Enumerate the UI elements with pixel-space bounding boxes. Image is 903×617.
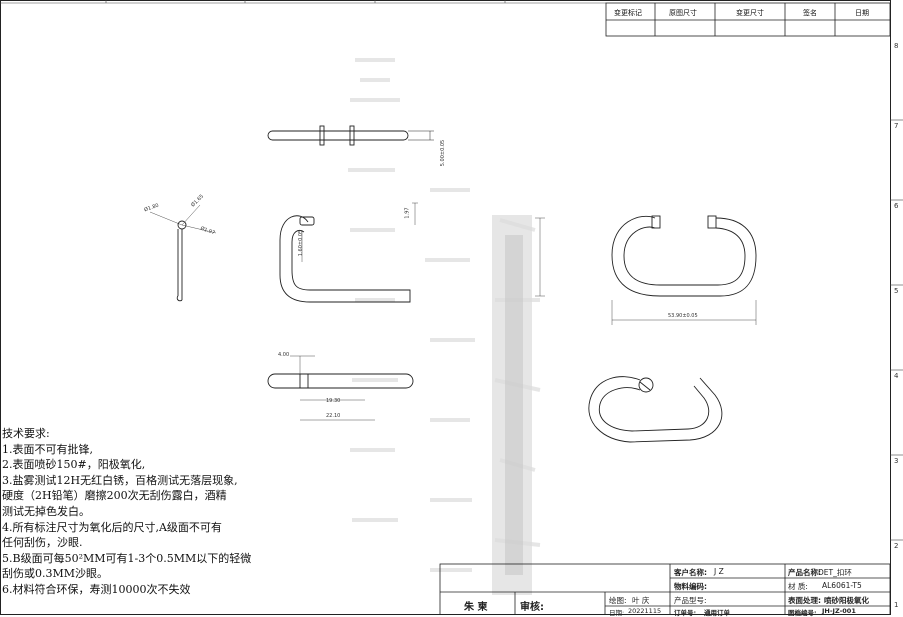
rev-header-date: 日期 [855, 9, 869, 17]
product-name-label: 产品名称: [788, 568, 821, 577]
zone-number: 5 [894, 287, 899, 295]
customer-value: J Z [714, 567, 724, 576]
side-view-c [279, 202, 418, 303]
note-line: 5.B级面可每50²MM可有1-3个0.5MM以下的轻微 [2, 551, 252, 565]
order-label: 订单号: [674, 609, 697, 617]
note-line: 任何刮伤，沙眼. [2, 536, 83, 550]
order-value: 通用订单 [704, 609, 730, 617]
dim-bottom-length-b: 22.10 [326, 413, 341, 419]
zone-number: 1 [894, 601, 899, 609]
surface-value: 喷砂阳极氧化 [824, 596, 869, 605]
note-line: 1.表面不可有批锋, [2, 442, 93, 456]
zone-number: 2 [894, 542, 899, 550]
note-line: 刮伤或0.3MM沙眼。 [2, 567, 109, 581]
material-code-label: 物料编码: [674, 582, 707, 591]
dim-front-width: 4.00 [278, 352, 290, 358]
top-view-part [267, 125, 434, 146]
zone-number: 3 [894, 457, 899, 465]
zone-number: 4 [894, 372, 899, 380]
front-view-ring [535, 215, 757, 325]
rev-header-mark: 变更标记 [614, 9, 642, 17]
date-value: 20221115 [628, 607, 662, 615]
note-line: 6.材料符合环保，寿测10000次不失效 [2, 582, 191, 596]
zone-number: 8 [894, 42, 899, 50]
note-line: 硬度（2H铅笔）磨擦200次无刮伤露白，酒精 [2, 489, 227, 503]
drawn-label: 绘图: [609, 596, 627, 605]
dim-overall-width: 53.90±0.05 [668, 313, 698, 319]
dim-top-height: 5.00±0.05 [440, 139, 447, 167]
drawing-number-label: 图档编号: [788, 609, 817, 617]
dim-bottom-length-a: 19.30 [326, 398, 341, 404]
dim-small-gap: 1.97 [404, 207, 411, 219]
title-block-frame [439, 563, 891, 615]
note-line: 4.所有标注尺寸为氧化后的尺寸,A级面不可有 [2, 520, 222, 534]
rev-header-changed: 变更尺寸 [736, 9, 764, 17]
review-label: 审核: [520, 602, 544, 613]
zone-number: 7 [894, 122, 899, 130]
approver-value: 朱 柬 [464, 602, 488, 613]
notes-title: 技术要求: [2, 427, 50, 440]
product-name-value: DET_扣环 [818, 568, 852, 577]
note-line: 测试无掉色发白。 [2, 504, 90, 518]
hub-view [149, 204, 217, 302]
drawing-number-value: JH-JZ-001 [822, 607, 856, 615]
note-line: 2.表面喷砂150#，阳极氧化, [2, 458, 146, 472]
model-label: 产品型号: [674, 596, 707, 605]
material-label: 材 质: [788, 582, 808, 591]
rev-header-original: 原图尺寸 [669, 9, 697, 17]
surface-label: 表面处理: [788, 596, 821, 605]
bottom-view-part [267, 355, 414, 421]
isometric-ring [588, 376, 723, 443]
revision-table [605, 2, 891, 37]
dim-side-c: 1.60±0.05 [298, 229, 305, 257]
customer-label: 客户名称: [674, 568, 707, 577]
rev-header-signature: 签名 [803, 9, 817, 17]
zone-number: 6 [894, 202, 899, 210]
technical-requirements: 技术要求: 1.表面不可有批锋, 2.表面喷砂150#，阳极氧化, 3.盐雾测试… [2, 426, 252, 598]
date-label: 日期: [609, 609, 625, 617]
note-line: 3.盐雾测试12H无红白锈，百格测试无落层现象, [2, 473, 238, 487]
drawn-value: 叶 庆 [632, 596, 650, 605]
material-value: AL6061-T5 [822, 581, 862, 590]
